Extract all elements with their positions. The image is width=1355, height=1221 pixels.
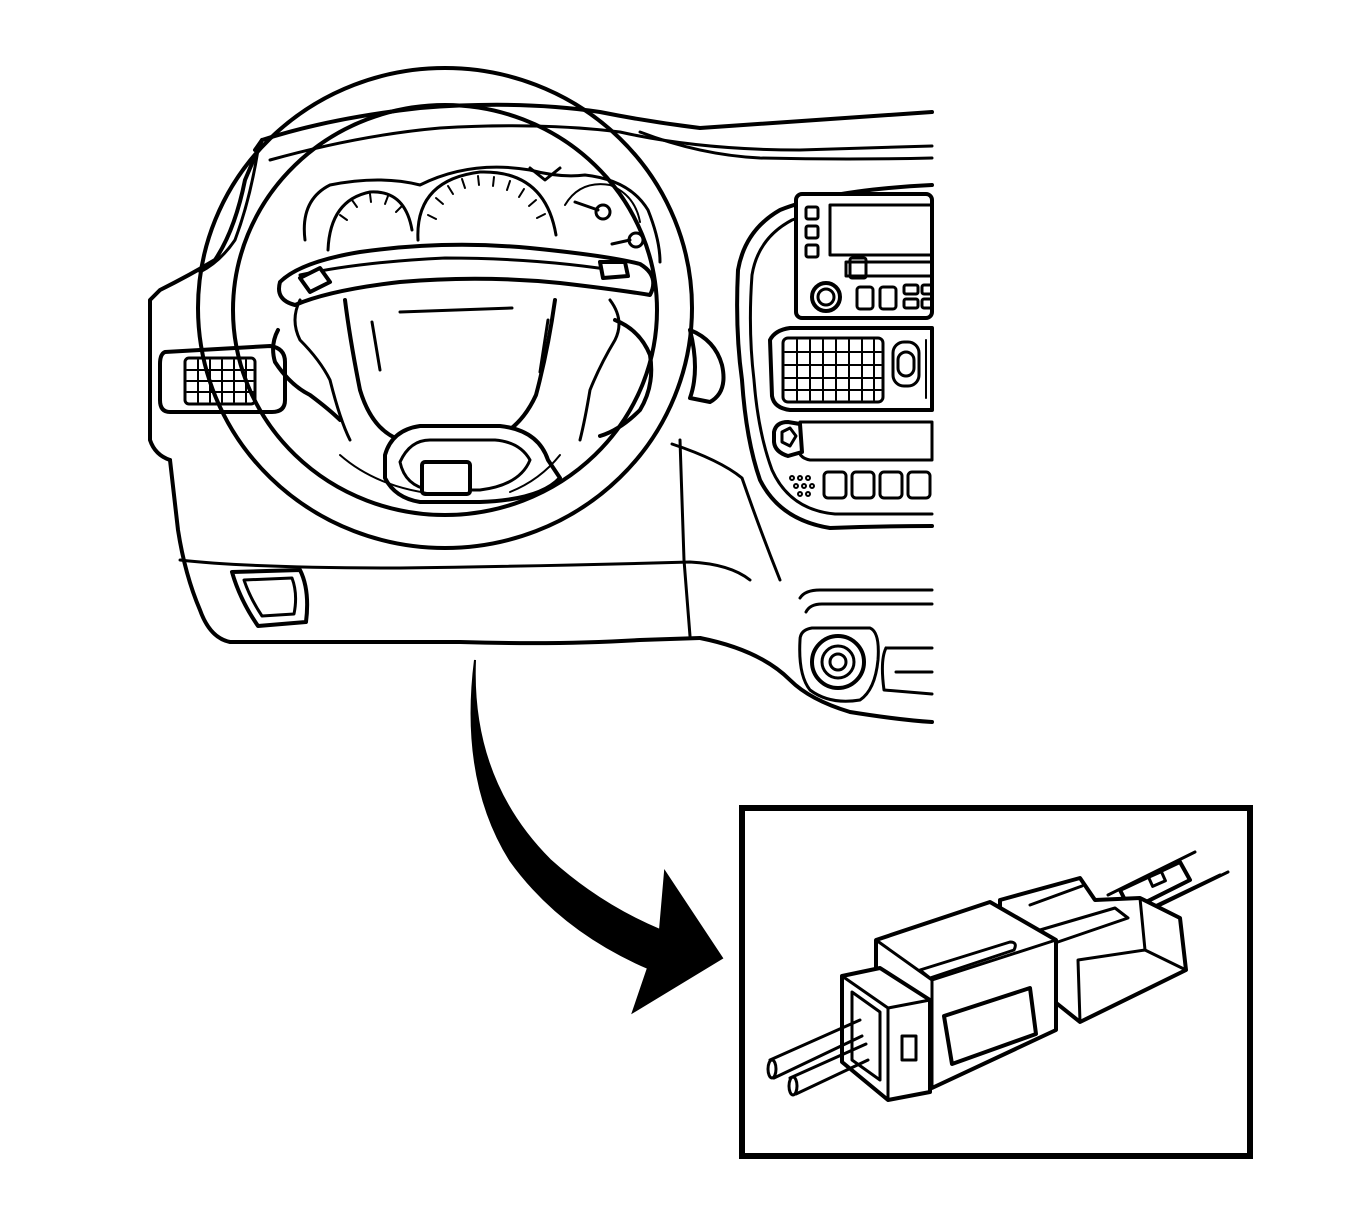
radio-head-unit bbox=[794, 192, 934, 320]
center-air-vent bbox=[768, 326, 934, 412]
fan-grille-icon bbox=[789, 475, 815, 497]
lower-console bbox=[798, 588, 934, 703]
instrument-cluster bbox=[302, 165, 662, 264]
hood-release-handle bbox=[230, 568, 310, 628]
dashboard bbox=[148, 102, 934, 724]
climate-control-panel bbox=[772, 420, 934, 500]
harness-wires-left bbox=[766, 1018, 870, 1097]
callout-arrow bbox=[470, 659, 724, 1015]
turn-signal-stalk bbox=[688, 328, 726, 404]
tachometer-ticks bbox=[339, 193, 403, 221]
connector-inset bbox=[739, 805, 1253, 1159]
speedometer-ticks bbox=[427, 175, 546, 220]
steering-wheel bbox=[196, 66, 694, 550]
left-air-vent bbox=[158, 344, 287, 414]
connector-terminal-block bbox=[840, 966, 932, 1102]
